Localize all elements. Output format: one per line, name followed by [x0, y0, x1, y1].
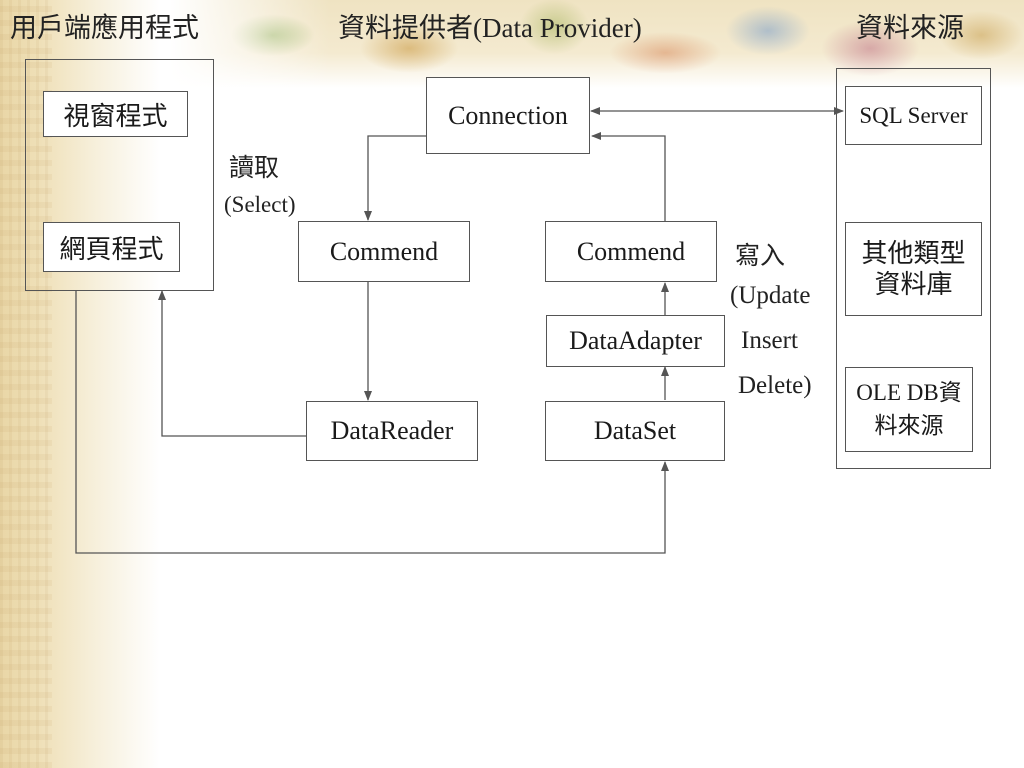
write-insert-label: Insert: [741, 327, 798, 354]
other-db-line1: 其他類型: [861, 238, 966, 268]
oledb-line2: 料來源: [874, 412, 944, 438]
write-update-label: (Update: [730, 282, 811, 309]
other-db-line2: 資料庫: [874, 270, 953, 299]
dataadapter-node: DataAdapter: [546, 315, 725, 367]
title-data-source: 資料來源: [856, 13, 964, 43]
link-command-write-connection: [591, 132, 666, 221]
oledb-line1: OLE DB資: [856, 380, 962, 406]
datareader-node: DataReader: [306, 401, 478, 461]
data-source-group: [836, 68, 991, 469]
title-client-app: 用戶端應用程式: [10, 13, 199, 43]
link-client-dataset: [75, 291, 669, 554]
connection-node: Connection: [426, 77, 590, 154]
client-app-group: [25, 59, 214, 291]
web-app-node: 網頁程式: [43, 222, 180, 272]
command-read-node: Commend: [298, 221, 470, 282]
link-connection-command-read: [364, 135, 426, 221]
read-select-label: (Select): [224, 192, 296, 217]
link-datareader-webapp: [158, 290, 306, 437]
sqlserver-node: SQL Server: [845, 86, 982, 145]
banner-fade: [170, 0, 330, 88]
dataset-node: DataSet: [545, 401, 725, 461]
write-delete-label: Delete): [738, 372, 812, 399]
window-app-node: 視窗程式: [43, 91, 188, 137]
other-db-node: 其他類型 資料庫: [845, 222, 982, 316]
command-write-node: Commend: [545, 221, 717, 282]
write-label: 寫入: [735, 243, 786, 270]
read-label: 讀取: [229, 155, 280, 182]
oledb-node: OLE DB資 料來源: [845, 367, 973, 452]
title-data-provider: 資料提供者(Data Provider): [338, 13, 642, 43]
